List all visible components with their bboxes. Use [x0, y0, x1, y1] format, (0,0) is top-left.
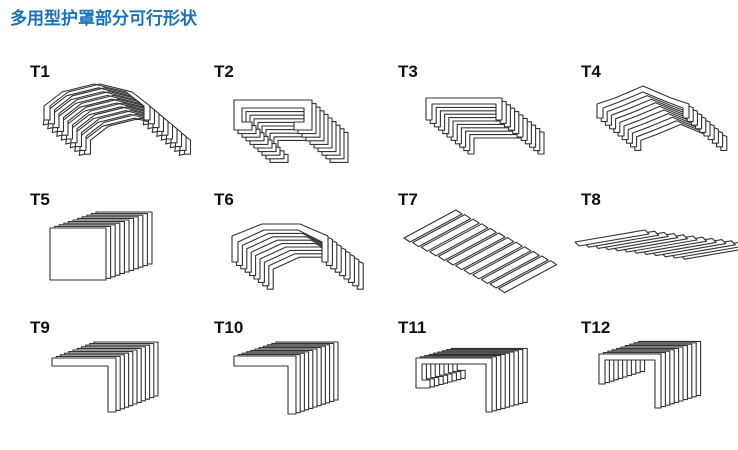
- shape-card-t11: T11: [392, 314, 576, 440]
- t5-bellows-figure: [49, 211, 153, 281]
- shape-label: T3: [398, 62, 418, 81]
- t4-bellows-figure: [596, 85, 728, 151]
- shape-card-t9: T9: [24, 314, 208, 440]
- shape-label: T12: [581, 318, 611, 337]
- t8-bellows-figure: [574, 229, 738, 260]
- shape-label: T7: [398, 190, 418, 209]
- shape-card-t6: T6: [208, 186, 392, 312]
- shape-label: T11: [398, 318, 427, 337]
- shape-label: T9: [30, 318, 50, 337]
- t12-bellows-figure: [598, 340, 702, 409]
- t11-bellows-figure: [415, 347, 528, 413]
- shape-label: T1: [30, 62, 50, 81]
- shape-card-t8: T8: [574, 186, 738, 312]
- shape-label: T4: [581, 62, 601, 81]
- shape-label: T2: [214, 62, 234, 81]
- shape-label: T6: [214, 190, 234, 209]
- t6-bellows-figure: [231, 223, 364, 290]
- t9-bellows-figure: [51, 341, 159, 413]
- shape-card-t12: T12: [575, 314, 738, 440]
- shape-grid: T1 T2 T3 T4 T5 T6 T7 T8 T9 T10 T11: [0, 58, 738, 438]
- t1-bellows-figure: [42, 83, 192, 156]
- shape-label: T10: [214, 318, 244, 337]
- t2-bellows-figure: [233, 99, 349, 163]
- t10-bellows-figure: [233, 341, 339, 415]
- shape-card-t10: T10: [208, 314, 392, 440]
- shape-card-t7: T7: [392, 186, 576, 312]
- shape-card-t5: T5: [24, 186, 208, 312]
- shape-card-t3: T3: [392, 58, 576, 184]
- shape-label: T5: [30, 190, 50, 209]
- shape-card-t4: T4: [575, 58, 738, 184]
- shape-card-t2: T2: [208, 58, 392, 184]
- shape-card-t1: T1: [24, 58, 208, 184]
- t3-bellows-figure: [425, 97, 545, 155]
- shape-label: T8: [581, 190, 601, 209]
- t7-bellows-figure: [403, 209, 558, 294]
- page-title: 多用型护罩部分可行形状: [10, 9, 197, 29]
